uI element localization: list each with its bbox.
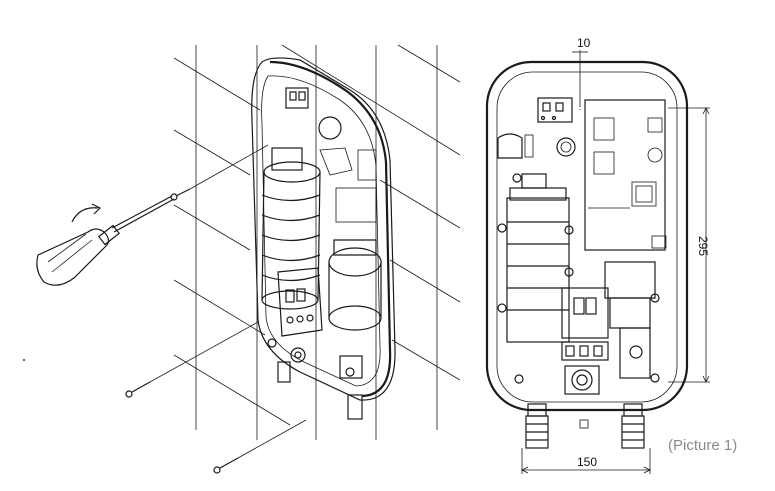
picture-caption: (Picture 1): [668, 437, 738, 454]
dimension-top-label: 10: [577, 36, 591, 50]
relay-2: [357, 149, 377, 181]
perspective-view: [23, 44, 461, 474]
dot: [23, 359, 25, 361]
terminal-block-front: [537, 97, 573, 123]
pressure-valve: [497, 133, 523, 159]
dimension-width: [521, 448, 651, 474]
display-panel-front: [561, 287, 609, 361]
housing-rim: [269, 60, 392, 398]
heating-element: [261, 147, 321, 310]
thermostat-front: [556, 137, 576, 157]
circuit-board-front: [584, 99, 666, 251]
dimension-top: [572, 50, 588, 110]
front-view: 10 295 150: [485, 36, 710, 474]
pipe-connector-right: [621, 403, 645, 449]
housing-inner-edge: [261, 75, 381, 387]
bottom-screw-right: [213, 419, 307, 474]
rotation-arrow-icon: [71, 203, 102, 223]
housing-back-shell: [251, 57, 396, 401]
screw-guide-line: [189, 144, 269, 190]
dimension-height-label: 295: [696, 236, 710, 256]
flow-sensor-front: [604, 261, 656, 379]
circuit-board: [335, 187, 377, 223]
guide-lines-diagonal: [173, 44, 461, 426]
inlet-fitting: [564, 365, 600, 395]
housing-inner: [496, 71, 678, 403]
dimension-width-label: 150: [577, 455, 597, 469]
pipe-connector-left: [525, 403, 549, 449]
bottom-screw-left: [125, 321, 259, 398]
screw-icon: [170, 188, 191, 201]
housing-outer: [485, 60, 689, 412]
screwdriver-icon: [36, 195, 175, 286]
mounting-screws: [497, 173, 660, 384]
bottom-fittings: [267, 338, 363, 420]
center-drain: [579, 419, 589, 429]
thermostat: [318, 116, 342, 140]
display-panel: [277, 267, 323, 337]
flow-sensor: [328, 239, 382, 331]
heating-element-front: [506, 173, 570, 343]
relay: [319, 147, 353, 176]
terminal-block: [285, 87, 309, 109]
guide-lines-vertical: [195, 45, 438, 440]
dimension-height: [668, 107, 710, 383]
